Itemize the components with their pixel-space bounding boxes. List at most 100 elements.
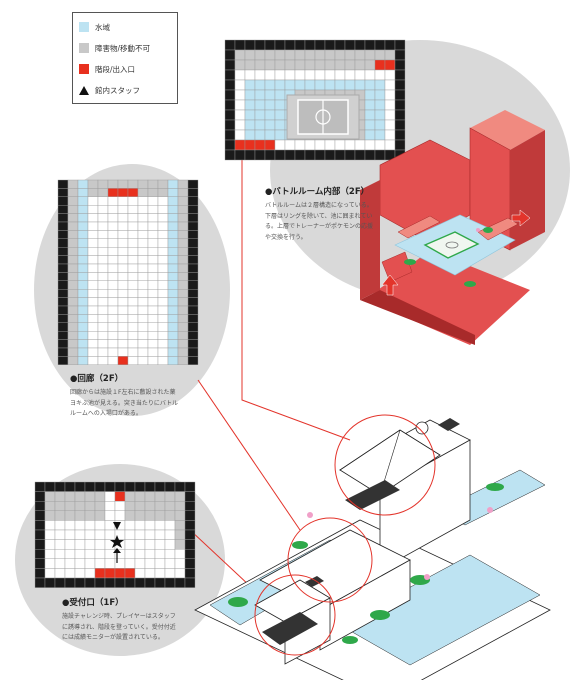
grid-cell xyxy=(117,305,129,315)
grid-cell xyxy=(354,39,366,51)
grid-cell xyxy=(84,501,96,512)
grid-cell xyxy=(187,322,199,332)
grid-cell xyxy=(157,204,169,214)
grid-cell xyxy=(97,196,109,206)
grid-cell xyxy=(97,179,109,189)
grid-cell xyxy=(157,179,169,189)
grid-cell xyxy=(294,39,306,51)
grid-cell xyxy=(344,139,356,151)
grid-cell xyxy=(304,59,316,71)
grid-cell xyxy=(177,213,189,223)
corridor-hatch-dark xyxy=(305,576,324,587)
grid-cell xyxy=(394,109,406,121)
grid-cell xyxy=(234,149,246,161)
grid-cell xyxy=(224,139,236,151)
grid-cell xyxy=(354,49,366,61)
grid-cell xyxy=(147,188,159,197)
grid-cell xyxy=(57,213,69,223)
grid-cell xyxy=(384,49,396,61)
path-arrow-head-icon xyxy=(113,548,121,553)
grid-cell xyxy=(147,213,159,223)
grid-cell xyxy=(134,577,146,588)
grid-cell xyxy=(244,119,256,131)
grid-cell xyxy=(384,129,396,141)
grid-cell xyxy=(97,255,109,265)
grid-cell xyxy=(144,539,156,550)
grid-cell xyxy=(274,39,286,51)
grid-cell xyxy=(234,109,246,121)
grid-cell xyxy=(154,558,166,569)
grid-cell xyxy=(54,558,66,569)
grid-cell xyxy=(154,481,166,492)
grid-cell xyxy=(104,510,116,521)
grid-cell xyxy=(147,196,159,206)
grid-cell xyxy=(137,280,149,290)
grid-cell xyxy=(334,69,346,81)
grid-cell xyxy=(57,238,69,248)
grid-cell xyxy=(54,520,66,531)
grid-cell xyxy=(147,331,159,340)
grid-cell xyxy=(374,59,386,71)
grid-cell xyxy=(67,314,79,323)
grid-cell xyxy=(114,510,126,521)
grid-cell xyxy=(107,179,119,189)
grid-cell xyxy=(134,510,146,521)
grid-cell xyxy=(54,539,66,550)
pond-lily-6 xyxy=(342,636,358,644)
grid-cell xyxy=(67,356,79,365)
grid-cell xyxy=(87,339,99,349)
arrow-in-left-icon xyxy=(381,274,399,296)
grid-cell xyxy=(104,577,116,588)
caption-battle: ●バトルルーム内部（2F） バトルルームは２層構造になっている。 下層はリングを… xyxy=(265,185,373,243)
grid-cell xyxy=(177,339,189,349)
zoom-circle-battle xyxy=(334,414,436,516)
grid-cell xyxy=(57,331,69,340)
grid-cell xyxy=(67,213,79,223)
grid-cell xyxy=(157,246,169,256)
grid-cell xyxy=(294,59,306,71)
grid-cell xyxy=(87,255,99,265)
grid-cell xyxy=(114,491,126,502)
grid-cell xyxy=(184,501,196,512)
grid-cell xyxy=(57,179,69,189)
grid-cell xyxy=(334,149,346,161)
grid-cell xyxy=(374,79,386,91)
grid-cell xyxy=(184,520,196,531)
grid-cell xyxy=(57,188,69,197)
grid-cell xyxy=(187,238,199,248)
grid-cell xyxy=(127,213,139,223)
grid-cell xyxy=(57,221,69,231)
grid-cell xyxy=(114,577,126,588)
grid-cell xyxy=(44,539,56,550)
grid-cell xyxy=(107,255,119,265)
grid-cell xyxy=(384,69,396,81)
room-left-wall xyxy=(360,180,380,300)
grid-cell xyxy=(94,510,106,521)
grid-cell xyxy=(77,230,89,239)
grid-cell xyxy=(127,331,139,340)
grid-cell xyxy=(264,39,276,51)
grid-cell xyxy=(177,305,189,315)
grid-cell xyxy=(244,49,256,61)
grid-cell xyxy=(77,280,89,290)
grid-cell xyxy=(364,79,376,91)
grid-cell xyxy=(147,230,159,239)
grid-cell xyxy=(314,49,326,61)
triangle-icon xyxy=(79,85,89,95)
grid-cell xyxy=(187,297,199,307)
caption-reception-title: ●受付口（1F） xyxy=(62,598,124,608)
grid-cell xyxy=(364,139,376,151)
connector-battle xyxy=(241,160,351,441)
grid-cell xyxy=(77,339,89,349)
grid-cell xyxy=(384,99,396,111)
grid-cell xyxy=(44,529,56,540)
grid-cell xyxy=(144,481,156,492)
grid-cell xyxy=(394,129,406,141)
grid-cell xyxy=(107,213,119,223)
room-lily-1 xyxy=(404,259,416,265)
grid-cell xyxy=(124,577,136,588)
grid-cell xyxy=(274,119,286,131)
grid-cell xyxy=(354,59,366,71)
room-platform-right xyxy=(477,217,519,241)
legend: 水域 障害物/移動不可 階段/出入口 館内スタッフ xyxy=(72,12,178,104)
